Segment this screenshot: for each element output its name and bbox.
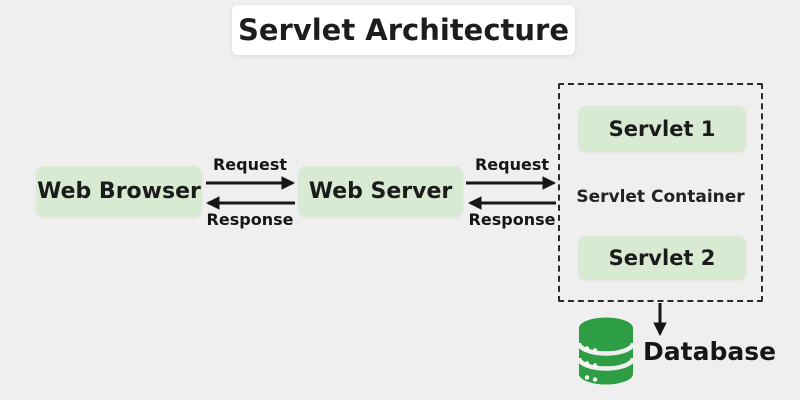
response-label-server-container: Response xyxy=(468,210,556,229)
response-label-browser-server: Response xyxy=(206,210,294,229)
servlet-2-node: Servlet 2 xyxy=(578,236,746,280)
database-label: Database xyxy=(643,337,777,366)
web-server-node: Web Server xyxy=(298,166,463,217)
database-icon xyxy=(577,317,635,385)
request-label-browser-server: Request xyxy=(212,155,288,174)
servlet-1-node: Servlet 1 xyxy=(578,106,746,152)
page-title: Servlet Architecture xyxy=(232,5,575,55)
servlet-container-label: Servlet Container xyxy=(576,187,745,207)
servlet-container-box: Servlet 1 Servlet Container Servlet 2 xyxy=(558,83,763,302)
request-label-server-container: Request xyxy=(474,155,550,174)
web-browser-node: Web Browser xyxy=(36,166,202,217)
